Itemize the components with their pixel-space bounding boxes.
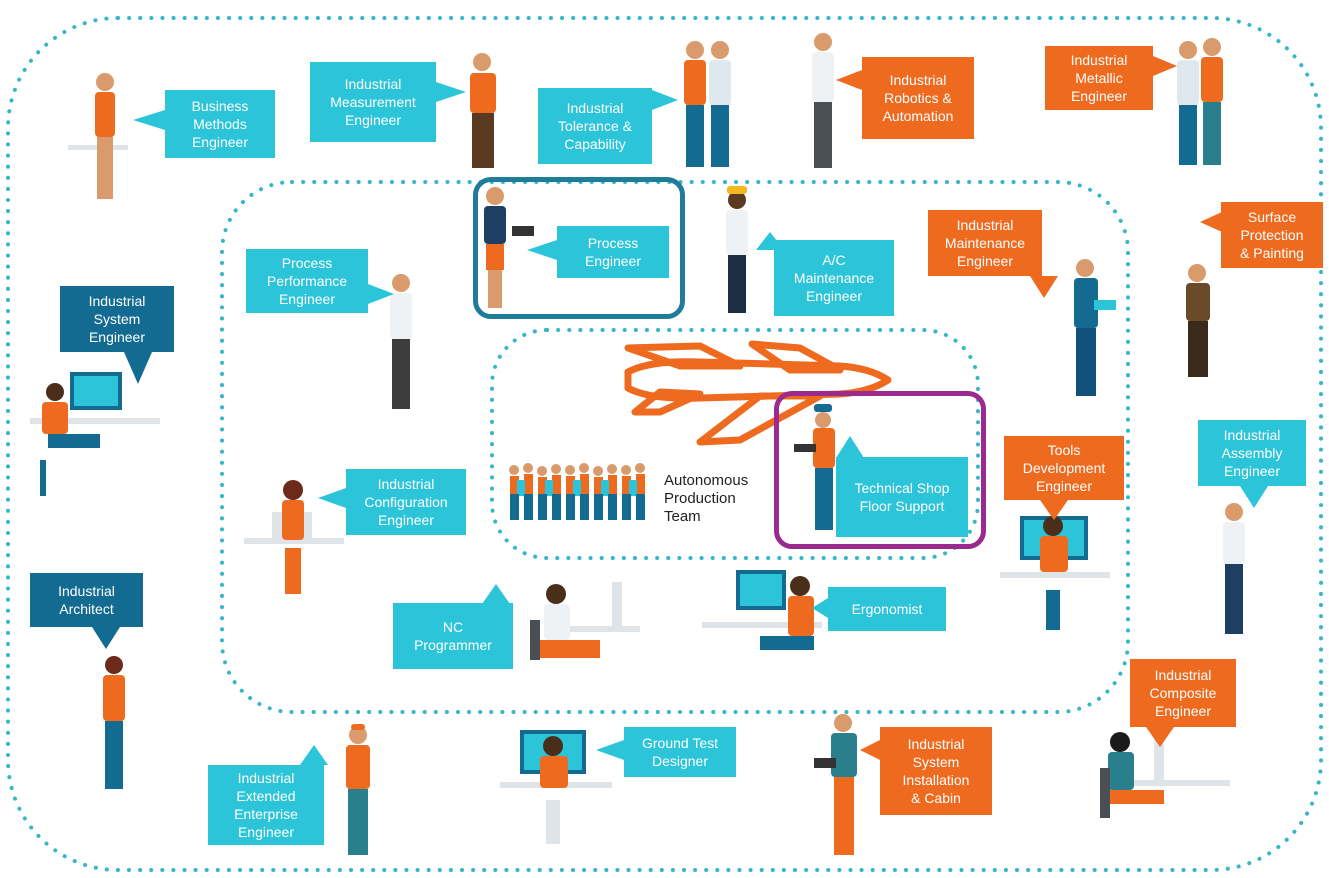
tail-metallic [1153, 56, 1177, 76]
tail-architect [92, 627, 120, 649]
label-ac-maintenance: A/C Maintenance Engineer [774, 240, 894, 316]
person-measurement [470, 53, 496, 168]
person-process-engineer [484, 187, 534, 308]
label-tools-development: Tools Development Engineer [1004, 436, 1124, 500]
person-tolerance [684, 41, 731, 167]
label-industrial-tolerance: Industrial Tolerance & Capability [538, 88, 652, 164]
label-industrial-robotics: Industrial Robotics & Automation [862, 57, 974, 139]
technical-shop-highlight [774, 391, 986, 549]
label-industrial-measurement: Industrial Measurement Engineer [310, 62, 436, 142]
label-technical-shop-floor: Technical Shop Floor Support [836, 457, 968, 537]
label-industrial-system-installation: Industrial System Installation & Cabin [880, 727, 992, 815]
tail-process-performance [368, 284, 394, 304]
tail-composite [1146, 727, 1174, 747]
outer-ring [6, 16, 1323, 872]
person-system-engineer [30, 372, 160, 496]
label-surface-protection: Surface Protection & Painting [1221, 202, 1323, 268]
people-figures [30, 33, 1245, 855]
person-nc-programmer [530, 582, 640, 660]
tail-configuration [318, 488, 346, 508]
person-system-installation [814, 714, 857, 855]
label-process-performance: Process Performance Engineer [246, 249, 368, 313]
team-label: Autonomous Production Team [664, 472, 749, 525]
person-composite [1100, 732, 1230, 818]
person-process-performance [390, 274, 412, 409]
tail-ergonomist [812, 598, 828, 618]
label-industrial-maintenance: Industrial Maintenance Engineer [928, 210, 1042, 276]
tail-robotics [836, 70, 862, 90]
tail-tools-development [1040, 500, 1068, 520]
tail-assembly [1240, 486, 1268, 508]
tail-system-installation [860, 740, 880, 760]
label-process-engineer: Process Engineer [557, 226, 669, 278]
person-ground-test [500, 730, 612, 844]
tail-business-methods [133, 110, 165, 130]
tail-surface-protection [1200, 212, 1222, 232]
label-industrial-assembly: Industrial Assembly Engineer [1198, 420, 1306, 486]
label-industrial-metallic: Industrial Metallic Engineer [1045, 46, 1153, 110]
label-industrial-extended: Industrial Extended Enterprise Engineer [208, 765, 324, 845]
label-ground-test: Ground Test Designer [624, 727, 736, 777]
label-business-methods: Business Methods Engineer [165, 90, 275, 158]
person-assembly [1223, 503, 1245, 634]
person-ac-maintenance [726, 186, 748, 313]
tail-technical-shop [836, 436, 864, 458]
label-nc-programmer: NC Programmer [393, 603, 513, 669]
tail-process-engineer [527, 240, 557, 260]
person-configuration [244, 480, 344, 594]
tail-ac-maintenance [756, 232, 784, 250]
person-surface-protection [1186, 264, 1210, 377]
team-crowd-icon [509, 463, 645, 520]
person-architect [103, 656, 125, 789]
tail-tolerance [652, 90, 678, 110]
tail-maintenance [1030, 276, 1058, 298]
label-industrial-composite: Industrial Composite Engineer [1130, 659, 1236, 727]
person-ergonomist [702, 570, 822, 650]
person-maintenance [1074, 259, 1116, 396]
person-metallic [1177, 38, 1223, 165]
person-business-methods [68, 73, 128, 199]
person-extended-enterprise [346, 724, 370, 855]
tail-nc-programmer [482, 584, 510, 604]
label-industrial-system: Industrial System Engineer [60, 286, 174, 352]
label-industrial-configuration: Industrial Configuration Engineer [346, 469, 466, 535]
inner-ring [490, 328, 980, 560]
tail-measurement [436, 82, 466, 102]
person-technical-shop [794, 404, 835, 530]
person-tools-development [1000, 516, 1110, 630]
person-robotics [812, 33, 834, 168]
airplane-icon [624, 340, 892, 446]
process-engineer-highlight [473, 177, 685, 319]
tail-industrial-system [124, 352, 152, 384]
label-ergonomist: Ergonomist [828, 587, 946, 631]
label-industrial-architect: Industrial Architect [30, 573, 143, 627]
tail-ground-test [596, 740, 624, 760]
tail-extended [300, 745, 328, 765]
